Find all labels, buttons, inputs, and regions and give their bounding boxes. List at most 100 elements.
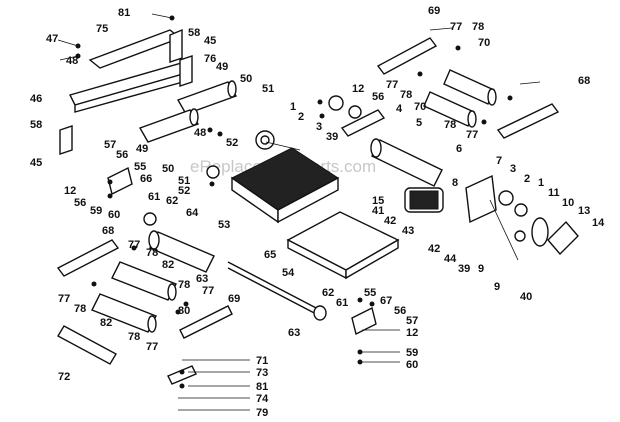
bracket-67 (351, 306, 377, 336)
bracket-68-right (496, 103, 560, 139)
callout-77e: 77 (450, 21, 462, 33)
callout-39b: 39 (458, 263, 470, 275)
bracket-76 (179, 55, 193, 87)
belt-front (277, 176, 339, 224)
bearing-62-left (143, 212, 157, 226)
callout-70b: 70 (414, 101, 426, 113)
roller-64 (149, 231, 215, 273)
guard-13 (547, 220, 579, 256)
callout-43: 43 (402, 225, 414, 237)
callout-76: 76 (204, 53, 216, 65)
callout-labels: 81 75 58 45 47 48 76 49 46 58 45 49 48 5… (30, 5, 605, 419)
callout-42a: 42 (384, 215, 396, 227)
callout-79: 79 (256, 407, 268, 419)
callout-61a: 61 (148, 191, 160, 203)
callout-54: 54 (282, 267, 295, 279)
callout-56c: 56 (372, 91, 384, 103)
table-top (286, 211, 400, 271)
bracket-69-lower (179, 305, 233, 339)
callout-12b: 12 (352, 83, 364, 95)
callout-78e: 78 (472, 21, 484, 33)
callout-67: 67 (380, 295, 392, 307)
callout-81a: 81 (118, 7, 130, 19)
lower-left-frame (56, 239, 233, 385)
bracket-4 (340, 109, 386, 137)
callout-55b: 55 (364, 287, 376, 299)
callout-57a: 57 (104, 139, 116, 151)
callout-4: 4 (396, 103, 403, 115)
roller-49-lower (138, 109, 200, 143)
top-frame-assembly (59, 28, 238, 155)
roller-70-mid-end (467, 110, 477, 128)
clamp-73 (167, 365, 197, 385)
bearing-62-right (313, 305, 327, 321)
leader-lines (57, 13, 541, 411)
callout-1a: 1 (290, 101, 296, 113)
callout-77b: 77 (58, 293, 70, 305)
callout-57b: 57 (406, 315, 418, 327)
callout-50b: 50 (162, 163, 174, 175)
callout-3b: 3 (510, 163, 516, 175)
bracket-67-assembly (351, 306, 377, 365)
callout-78a: 78 (146, 247, 158, 259)
callout-2a: 2 (298, 111, 304, 123)
callout-68b: 68 (578, 75, 590, 87)
callout-59b: 59 (406, 347, 418, 359)
table-54 (286, 211, 400, 280)
roller-82-upper (111, 261, 177, 301)
callout-1b: 1 (538, 177, 544, 189)
callout-50a: 50 (240, 73, 252, 85)
callout-74: 74 (256, 393, 269, 405)
callout-77c: 77 (202, 285, 214, 297)
callout-40: 40 (520, 291, 532, 303)
callout-45b: 45 (30, 157, 42, 169)
roller-5 (371, 139, 443, 187)
motor-drive-assembly (404, 174, 579, 256)
callout-7: 7 (496, 155, 502, 167)
bracket-58-left (59, 125, 73, 155)
roller-82-lower-end (147, 315, 157, 333)
callout-62a: 62 (166, 195, 178, 207)
callout-69b: 69 (428, 5, 440, 17)
callout-51b: 51 (178, 175, 190, 187)
callout-9a: 9 (478, 263, 484, 275)
pulley-51-lower (206, 165, 220, 179)
roller-82-lower (91, 293, 157, 333)
belt-11 (531, 217, 549, 247)
callout-56a: 56 (116, 149, 128, 161)
callout-78b: 78 (74, 303, 86, 315)
callout-63b: 63 (288, 327, 300, 339)
callout-12a: 12 (64, 185, 76, 197)
roller-82-upper-end (167, 283, 177, 301)
callout-68a: 68 (102, 225, 114, 237)
callout-9b: 9 (494, 281, 500, 293)
fastener-59 (357, 349, 363, 355)
callout-48a: 48 (66, 55, 78, 67)
callout-70a: 70 (478, 37, 490, 49)
roller-70-top-end (487, 88, 497, 106)
callout-64: 64 (186, 207, 199, 219)
callout-3a: 3 (316, 121, 322, 133)
callout-55a: 55 (134, 161, 146, 173)
callout-49a: 49 (216, 61, 228, 73)
roller-70-top (443, 69, 495, 105)
bracket-66 (107, 166, 133, 196)
callout-53: 53 (218, 219, 230, 231)
roller-49-upper-end (227, 80, 237, 98)
callout-60b: 60 (406, 359, 418, 371)
callout-77f: 77 (386, 79, 398, 91)
callout-39a: 39 (326, 131, 338, 143)
callout-2b: 2 (524, 173, 530, 185)
callout-5: 5 (416, 117, 422, 129)
callout-44: 44 (444, 253, 457, 265)
callout-82b: 82 (100, 317, 112, 329)
callout-42b: 42 (428, 243, 440, 255)
sanding-belt-53 (231, 147, 339, 224)
callout-69a: 69 (228, 293, 240, 305)
callout-49b: 49 (136, 143, 148, 155)
roller-70-mid (423, 91, 475, 127)
fastener-60 (357, 359, 363, 365)
callout-78c: 78 (178, 279, 190, 291)
callout-6: 6 (456, 143, 462, 155)
